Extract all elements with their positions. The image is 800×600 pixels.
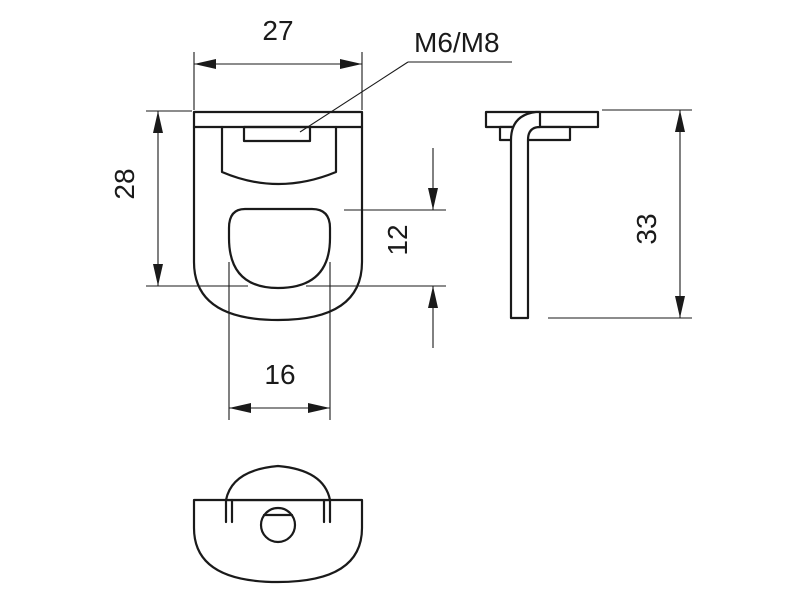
dimension-slot-width: 16 xyxy=(228,262,331,420)
arrowhead xyxy=(428,188,438,210)
bottom-view-hole xyxy=(259,506,297,544)
dimension-label-width-top: 27 xyxy=(262,15,293,46)
arrowhead xyxy=(675,296,685,318)
arrowhead xyxy=(229,403,251,413)
dimension-width-top: 27 xyxy=(193,15,363,110)
front-view-nut-tab xyxy=(242,125,312,143)
arrowhead xyxy=(308,403,330,413)
front-view xyxy=(192,110,364,322)
arrowhead xyxy=(153,111,163,133)
side-view-leg xyxy=(509,110,542,320)
dimension-slot-height: 12 xyxy=(306,148,446,348)
front-view-upper-slot xyxy=(220,125,338,186)
front-view-lower-slot xyxy=(227,207,332,290)
bottom-view xyxy=(192,464,364,584)
side-view xyxy=(484,110,600,320)
bottom-view-dome xyxy=(224,464,332,502)
arrowhead xyxy=(194,59,216,69)
dimension-height-left: 28 xyxy=(109,110,248,287)
arrowhead xyxy=(675,110,685,132)
arrowhead xyxy=(153,264,163,286)
arrowhead xyxy=(340,59,362,69)
dimension-label-slot-height: 12 xyxy=(382,224,413,255)
arrowhead xyxy=(428,286,438,308)
dimension-label-height-total: 33 xyxy=(631,213,662,244)
callout-thread: M6/M8 xyxy=(299,27,512,133)
side-view-flange xyxy=(484,110,600,129)
dimension-height-total: 33 xyxy=(548,109,692,319)
dimension-label-height-left: 28 xyxy=(109,168,140,199)
callout-label-thread: M6/M8 xyxy=(414,27,500,58)
dimension-label-slot-width: 16 xyxy=(264,359,295,390)
